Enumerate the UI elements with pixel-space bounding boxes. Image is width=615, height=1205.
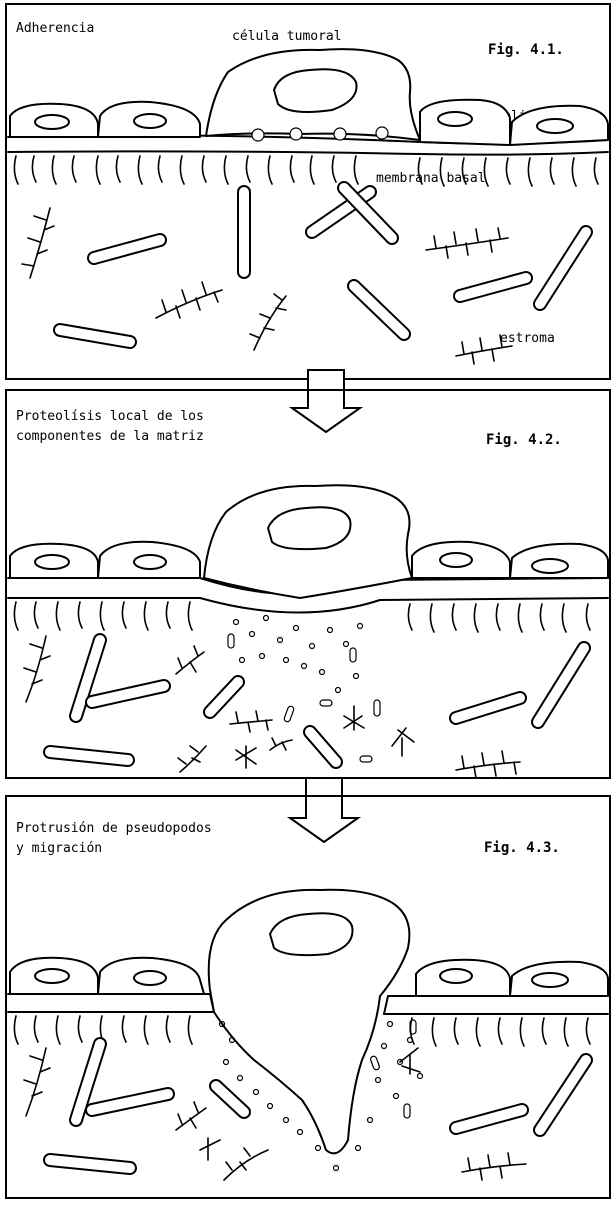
collagen-fibre	[538, 648, 584, 722]
branched-fibre	[176, 646, 204, 674]
membrane-fringe	[14, 156, 598, 186]
endothelial-nucleus	[532, 973, 568, 987]
membrane-break-edge	[384, 996, 388, 1014]
branched-fibre	[230, 711, 272, 732]
endothelial-nucleus	[134, 114, 166, 128]
panel-3-caption-line-2: y migración	[16, 841, 102, 856]
collagen-fibre	[540, 232, 586, 304]
panel-2-figure-label: Fig. 4.2.	[486, 432, 562, 448]
basement-membrane-lower	[8, 151, 608, 154]
basement-membrane-label: membrana basal	[376, 171, 486, 186]
branched-fibre	[156, 282, 222, 318]
adhesion-point	[290, 128, 302, 140]
branched-fibre	[224, 1148, 268, 1180]
collagen-fibre	[74, 200, 100, 296]
endothelial-nucleus	[440, 969, 472, 983]
endothelial-nucleus	[537, 119, 573, 133]
collagen-fibre	[210, 682, 238, 712]
panel-1: Adherencia célula tumoral Fig. 4.1. Endo…	[6, 4, 610, 379]
endothelial-nucleus	[134, 971, 166, 985]
branched-fibre	[178, 746, 206, 772]
collagen-fibre	[354, 286, 404, 334]
branched-fibre	[176, 1102, 206, 1130]
collagen-fibre	[310, 732, 336, 762]
adhesion-point	[376, 127, 388, 139]
membrane-fringe	[14, 602, 590, 632]
tumor-cell-nucleus	[274, 69, 357, 112]
endothelial-nucleus	[438, 112, 472, 126]
collagen-fibre	[456, 698, 520, 718]
endothelial-nucleus	[35, 115, 69, 129]
branched-fibre	[462, 1153, 526, 1180]
matrix-fragments	[228, 616, 380, 763]
branched-fibre	[270, 738, 292, 750]
branched-fibre	[250, 294, 286, 350]
star-fibre	[236, 746, 256, 768]
endothelial-nucleus	[532, 559, 568, 573]
adhesion-point	[252, 129, 264, 141]
branched-fibre	[456, 751, 520, 778]
star-fibre	[344, 706, 364, 730]
collagen-fibre	[50, 1160, 130, 1168]
collagen-fibre	[92, 686, 164, 702]
panel-1-figure-label: Fig. 4.1.	[488, 42, 564, 58]
collagen-fibre	[460, 278, 526, 296]
panel-2: Proteolísis local de los componentes de …	[6, 390, 610, 778]
star-fibre	[200, 1138, 220, 1160]
panel-3-caption-line-1: Protrusión de pseudopodos	[16, 821, 212, 836]
collagen-fibre	[540, 1060, 586, 1130]
collagen-fibre	[456, 1110, 522, 1128]
branched-fibre	[24, 636, 50, 702]
endothelial-nucleus	[35, 969, 69, 983]
star-fibre	[392, 728, 414, 756]
collagen-fibre	[92, 1094, 168, 1110]
collagen-fibre	[50, 752, 128, 760]
endothelial-nucleus	[35, 555, 69, 569]
tumor-cell-nucleus	[270, 913, 353, 955]
endothelial-nucleus	[134, 555, 166, 569]
tumor-cell-label: célula tumoral	[232, 29, 342, 44]
collagen-fibre	[216, 1086, 244, 1112]
panel-2-caption-line-1: Proteolísis local de los	[16, 409, 204, 424]
down-arrow	[290, 778, 358, 842]
branched-fibre	[22, 208, 54, 278]
panel-2-caption-line-2: componentes de la matriz	[16, 429, 204, 444]
branched-fibre	[426, 228, 508, 258]
panel-3-figure-label: Fig. 4.3.	[484, 840, 560, 856]
collagen-fibre	[60, 330, 130, 342]
panel-3: Protrusión de pseudopodos y migración Fi…	[6, 796, 610, 1198]
tumor-cell-nucleus	[268, 507, 351, 549]
collagen-fibre	[94, 240, 160, 258]
stroma-label: estroma	[500, 331, 555, 346]
endothelial-nucleus	[440, 553, 472, 567]
branched-fibre	[24, 1048, 50, 1116]
panel-1-caption-line-1: Adherencia	[16, 21, 94, 36]
adhesion-point	[334, 128, 346, 140]
star-fibre	[400, 1048, 420, 1074]
